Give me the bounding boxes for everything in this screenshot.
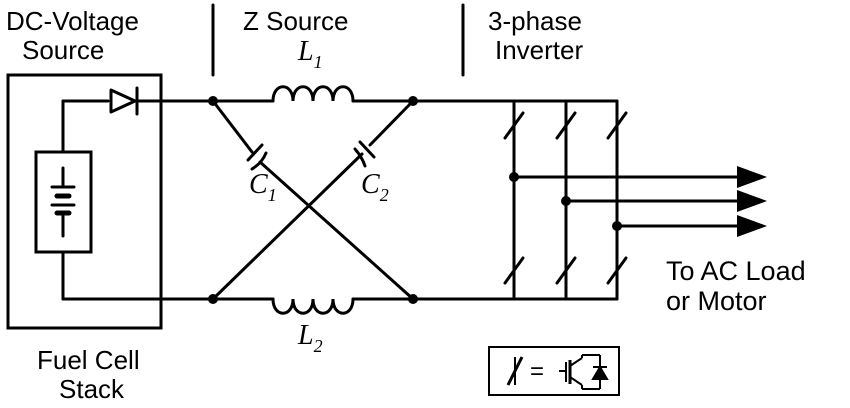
inverter-title-line2: Inverter <box>495 35 584 65</box>
fuel-cell-label-line2: Stack <box>59 374 125 404</box>
l2-subscript: 2 <box>313 336 323 356</box>
capacitor-c2-label: C2 <box>361 169 389 206</box>
output-label-line1: To AC Load <box>666 256 806 286</box>
output-label-line2: or Motor <box>666 286 767 316</box>
l2-letter: L <box>298 320 314 351</box>
l1-letter: L <box>298 36 314 67</box>
legend-equals: = <box>530 358 545 385</box>
dc-source-box <box>6 73 163 330</box>
capacitor-c2 <box>211 99 415 301</box>
junction-dot <box>408 96 418 106</box>
z-source-title: Z Source <box>243 6 349 36</box>
junction-dot <box>408 294 418 304</box>
dc-source-title-line1: DC-Voltage <box>6 6 139 36</box>
igbt-icon <box>559 354 609 390</box>
junction-dot <box>208 294 218 304</box>
c1-subscript: 1 <box>267 185 277 205</box>
inverter-title-line1: 3-phase <box>488 6 582 36</box>
dc-source-title-line2: Source <box>22 35 105 65</box>
junction-dot <box>561 196 571 206</box>
inductor-l1-icon <box>271 85 355 103</box>
junction-dot <box>612 221 622 231</box>
inductor-l2-icon <box>271 297 355 315</box>
fuel-cell-label-line1: Fuel Cell <box>37 345 140 375</box>
inductor-l1-label: L1 <box>298 36 323 73</box>
c1-letter: C <box>249 169 268 200</box>
junction-dot <box>509 172 519 182</box>
inverter-leg-a <box>503 99 525 301</box>
junction-dot <box>208 96 218 106</box>
inductor-l2-label: L2 <box>298 320 323 357</box>
l1-subscript: 1 <box>313 52 323 72</box>
battery-icon <box>50 166 76 238</box>
capacitor-c1-label: C1 <box>249 169 277 206</box>
arrow-b-icon <box>737 190 767 212</box>
arrow-c-icon <box>737 215 767 237</box>
capacitor-c1 <box>211 99 415 301</box>
diode-icon <box>109 86 215 116</box>
switch-legend <box>488 346 620 396</box>
arrow-a-icon <box>737 166 767 188</box>
fuel-cell-loop <box>34 99 215 301</box>
c2-letter: C <box>361 169 380 200</box>
c2-subscript: 2 <box>379 185 389 205</box>
